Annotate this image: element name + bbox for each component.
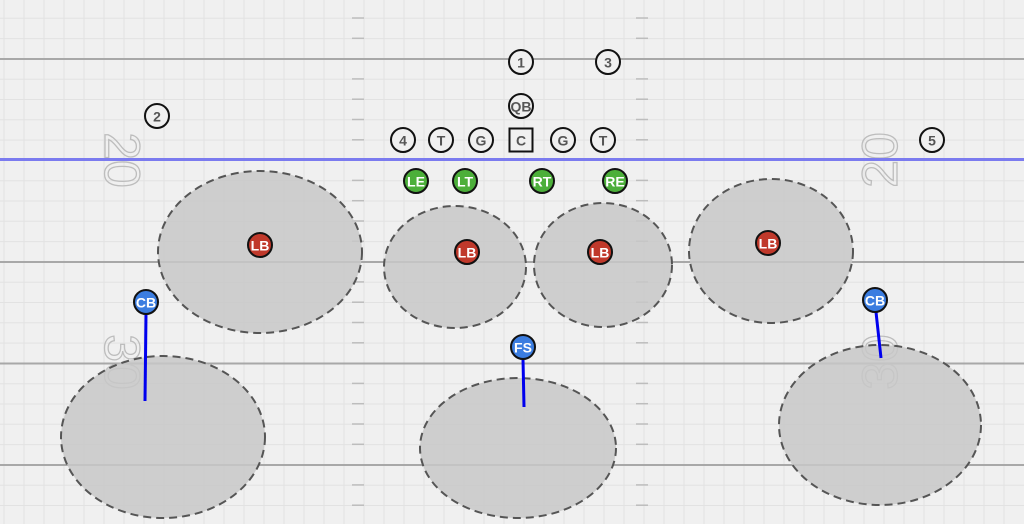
offense-player-g[interactable]: G — [468, 127, 494, 153]
defense-player-rt[interactable]: RT — [529, 168, 555, 194]
offense-player-qb[interactable]: QB — [508, 93, 534, 119]
offense-player-c[interactable]: C — [508, 127, 534, 153]
offense-player-t[interactable]: T — [590, 127, 616, 153]
player-label: G — [476, 133, 487, 149]
player-marker — [133, 289, 159, 315]
player-label: CB — [865, 293, 885, 309]
player-marker — [403, 168, 429, 194]
offense-player-t[interactable]: T — [428, 127, 454, 153]
player-label: 5 — [928, 133, 936, 149]
player-label: QB — [511, 99, 532, 115]
player-marker — [529, 168, 555, 194]
player-label: RT — [533, 174, 552, 190]
coverage-route — [143, 313, 148, 402]
defense-player-cb[interactable]: CB — [862, 287, 888, 313]
player-marker — [590, 127, 616, 153]
player-marker — [468, 127, 494, 153]
player-label: LB — [251, 238, 270, 254]
player-label: FS — [514, 340, 532, 356]
player-marker — [550, 127, 576, 153]
player-label: LT — [457, 174, 474, 190]
player-label: T — [437, 133, 446, 149]
player-marker — [862, 287, 888, 313]
player-label: 4 — [399, 133, 407, 149]
player-label: LB — [759, 236, 778, 252]
offense-player-2[interactable]: 2 — [144, 103, 170, 129]
player-marker — [452, 168, 478, 194]
player-marker — [508, 93, 534, 119]
defense-player-lb[interactable]: LB — [587, 239, 613, 265]
player-label: 3 — [604, 55, 612, 71]
player-label: G — [558, 133, 569, 149]
player-label: LE — [407, 174, 425, 190]
defense-player-lb[interactable]: LB — [454, 239, 480, 265]
player-marker — [390, 127, 416, 153]
coverage-route — [874, 311, 883, 359]
offense-player-5[interactable]: 5 — [919, 127, 945, 153]
defense-player-fs[interactable]: FS — [510, 334, 536, 360]
player-label: LB — [458, 245, 477, 261]
player-marker — [247, 232, 273, 258]
player-label: T — [599, 133, 608, 149]
coverage-zone — [778, 344, 982, 506]
player-label: CB — [136, 295, 156, 311]
coverage-zone — [533, 202, 673, 328]
player-marker — [428, 127, 454, 153]
coverage-route — [521, 358, 526, 408]
player-marker — [510, 334, 536, 360]
player-marker — [144, 103, 170, 129]
player-marker — [508, 127, 534, 153]
defense-player-cb[interactable]: CB — [133, 289, 159, 315]
player-marker — [595, 49, 621, 75]
offense-player-g[interactable]: G — [550, 127, 576, 153]
coverage-zone — [419, 377, 617, 519]
defense-player-lb[interactable]: LB — [247, 232, 273, 258]
defense-player-lt[interactable]: LT — [452, 168, 478, 194]
player-marker — [454, 239, 480, 265]
offense-player-1[interactable]: 1 — [508, 49, 534, 75]
player-label: 1 — [517, 55, 525, 71]
player-label: C — [516, 133, 526, 149]
player-marker — [587, 239, 613, 265]
coverage-zone — [60, 355, 266, 519]
coverage-zone — [383, 205, 527, 329]
player-label: LB — [591, 245, 610, 261]
routes — [143, 311, 883, 408]
player-marker — [755, 230, 781, 256]
players: 1 3 2 QB 4 T G C G T 5LE LT RT RE LB LB LB LB CB FS CB — [133, 49, 945, 360]
offense-player-3[interactable]: 3 — [595, 49, 621, 75]
player-label: RE — [605, 174, 624, 190]
player-marker — [919, 127, 945, 153]
player-marker — [602, 168, 628, 194]
defense-player-lb[interactable]: LB — [755, 230, 781, 256]
player-label: 2 — [153, 109, 161, 125]
offense-player-4[interactable]: 4 — [390, 127, 416, 153]
defense-player-re[interactable]: RE — [602, 168, 628, 194]
coverage-zones — [60, 170, 982, 519]
defense-player-le[interactable]: LE — [403, 168, 429, 194]
player-marker — [508, 49, 534, 75]
